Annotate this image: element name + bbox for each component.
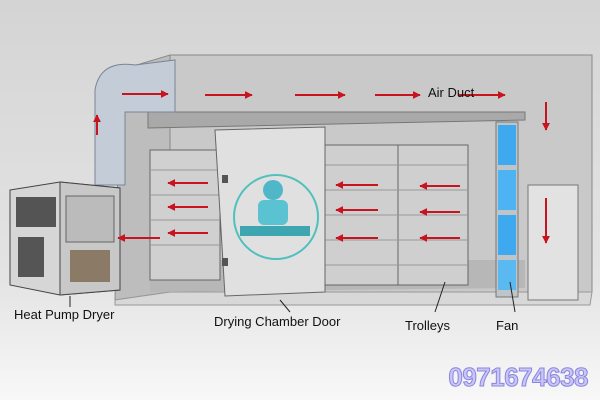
- label-fan: Fan: [496, 318, 519, 333]
- label-heat-pump-dryer: Heat Pump Dryer: [14, 307, 115, 322]
- trolleys: [149, 144, 469, 286]
- heat-pump-dryer: [9, 181, 121, 296]
- air-duct: [94, 59, 176, 186]
- control-cabinet: [527, 184, 579, 301]
- drying-chamber-door: [214, 126, 326, 297]
- label-leaders: [69, 281, 516, 313]
- label-air-duct: Air Duct: [428, 85, 475, 100]
- label-trolleys: Trolleys: [405, 318, 451, 333]
- label-drying-chamber-door: Drying Chamber Door: [214, 314, 341, 329]
- airflow-arrows: [93, 90, 550, 244]
- fan: [495, 121, 519, 298]
- phone-watermark: 0971674638: [448, 362, 589, 393]
- logo-watermark: [233, 174, 319, 260]
